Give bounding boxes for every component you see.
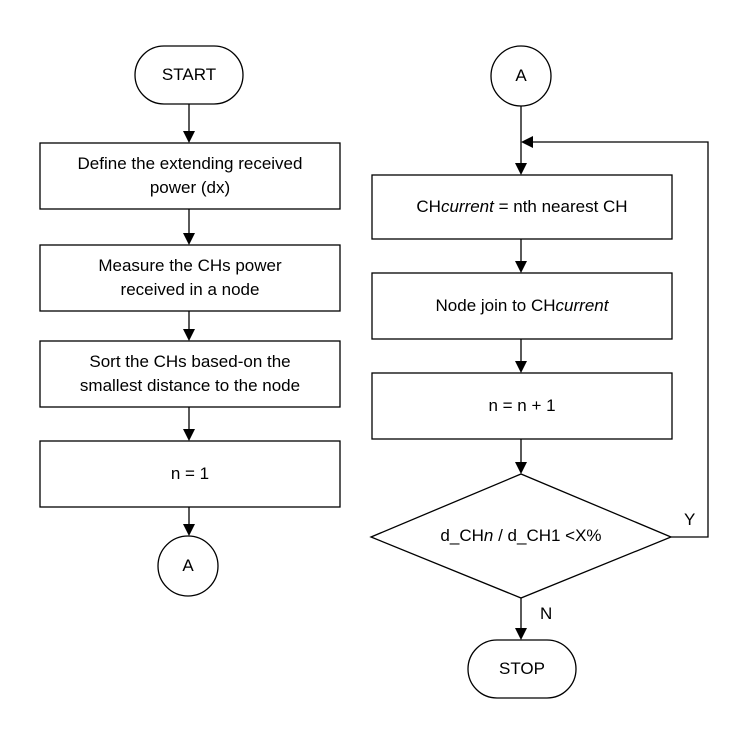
stop-label: STOP bbox=[499, 659, 545, 678]
join-ch-italic: current bbox=[555, 296, 609, 315]
measure-power-label: Measure the CHs power received in a node bbox=[40, 245, 340, 311]
sort-chs-line1: Sort the CHs based-on the bbox=[89, 352, 291, 371]
left-connector-label: A bbox=[182, 556, 194, 575]
current-ch-box bbox=[371, 174, 673, 240]
no-branch-label: N bbox=[540, 604, 553, 623]
join-ch-box bbox=[371, 272, 673, 340]
decision-italic: n bbox=[483, 526, 494, 545]
sort-chs-line2: smallest distance to the node bbox=[79, 376, 301, 395]
join-ch-prefix: Node join to CH bbox=[435, 296, 556, 315]
start-label: START bbox=[161, 65, 217, 84]
current-ch-suffix: = nth nearest CH bbox=[493, 197, 628, 216]
left-connector-circle bbox=[157, 535, 219, 597]
decision-prefix: d_CH bbox=[440, 526, 484, 545]
measure-power-line2: received in a node bbox=[120, 280, 260, 299]
measure-power-box bbox=[39, 244, 341, 312]
measure-power-line1: Measure the CHs power bbox=[98, 256, 282, 275]
init-n-box bbox=[39, 440, 341, 508]
decision-suffix: / d_CH1 <X% bbox=[493, 526, 602, 545]
define-power-box bbox=[39, 142, 341, 210]
current-ch-prefix: CH bbox=[416, 197, 441, 216]
define-power-line1: Define the extending received bbox=[77, 154, 303, 173]
init-n-label: n = 1 bbox=[170, 464, 210, 483]
sort-chs-label: Sort the CHs based-on the smallest dista… bbox=[40, 341, 340, 407]
define-power-label: Define the extending received power (dx) bbox=[40, 143, 340, 209]
right-arrows bbox=[515, 106, 709, 640]
increment-n-box bbox=[371, 372, 673, 440]
yes-loop-line bbox=[533, 141, 709, 538]
left-arrows bbox=[183, 104, 195, 536]
define-power-line2: power (dx) bbox=[149, 178, 231, 197]
right-connector-label: A bbox=[515, 66, 527, 85]
sort-chs-box bbox=[39, 340, 341, 408]
current-ch-italic: current bbox=[440, 197, 494, 216]
increment-n-label: n = n + 1 bbox=[488, 396, 556, 415]
yes-branch-label: Y bbox=[684, 510, 696, 529]
stop-terminal-shape bbox=[467, 639, 577, 699]
